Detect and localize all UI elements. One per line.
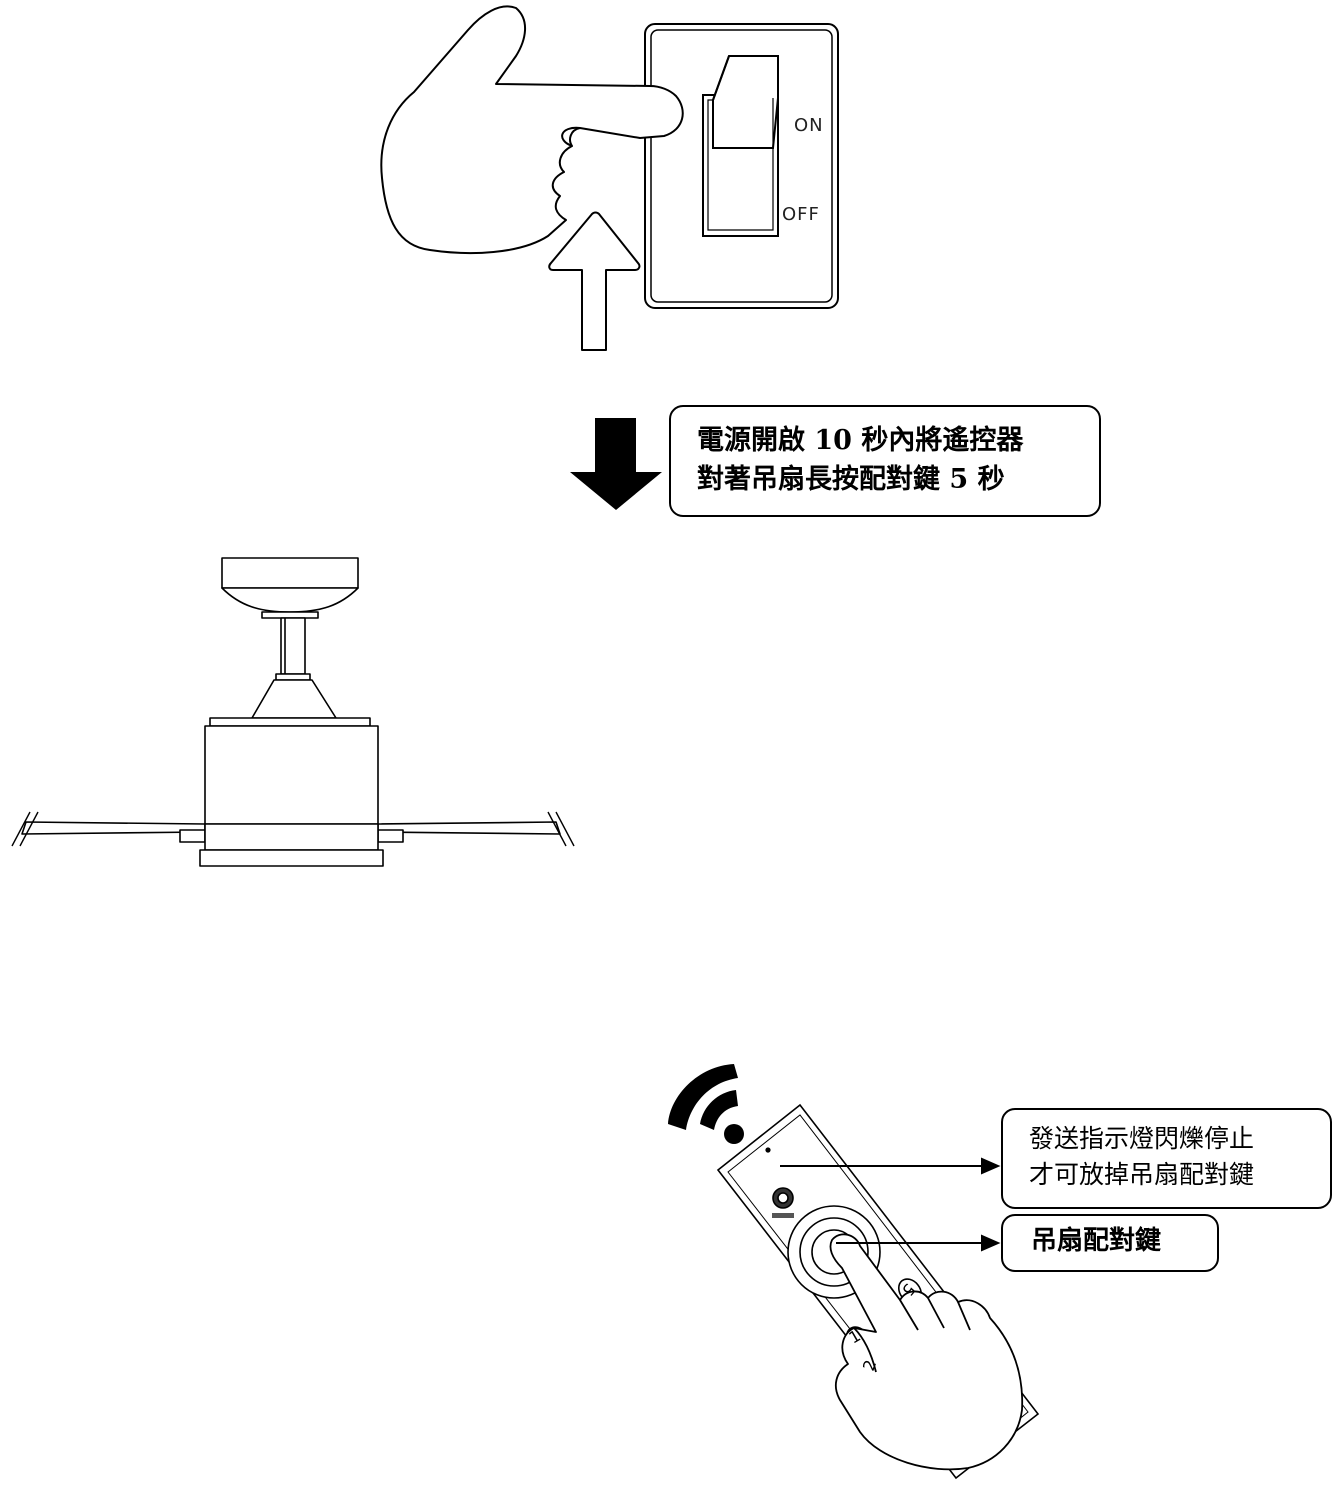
- up-arrow-icon: [548, 211, 641, 351]
- wireless-signal-icon: [668, 1064, 744, 1144]
- indicator-light-line2: 才可放掉吊扇配對鍵: [1029, 1160, 1255, 1190]
- pair-button-callout: 吊扇配對鍵: [1001, 1214, 1219, 1272]
- switch-off-label: OFF: [782, 204, 820, 225]
- switch-on-label: ON: [794, 115, 824, 136]
- power-on-instruction-line2: 對著吊扇長按配對鍵 5 秒: [697, 464, 1005, 496]
- power-on-instruction-callout: 電源開啟 10 秒內將遙控器 對著吊扇長按配對鍵 5 秒: [669, 405, 1101, 517]
- switch-plate: [644, 23, 839, 309]
- pointing-hand-icon: [380, 5, 684, 255]
- pressing-hand-icon: [829, 1233, 1024, 1471]
- indicator-light-line1: 發送指示燈閃爍停止: [1029, 1124, 1255, 1153]
- ceiling-fan-icon: [11, 557, 575, 867]
- pair-button-leader-arrowhead: [981, 1234, 1001, 1252]
- switch-rocker: [702, 55, 779, 237]
- pair-button-label: 吊扇配對鍵: [1031, 1226, 1162, 1256]
- indicator-light-callout: 發送指示燈閃爍停止 才可放掉吊扇配對鍵: [1001, 1108, 1332, 1209]
- indicator-leader-arrowhead: [981, 1157, 1001, 1175]
- power-on-instruction-line1: 電源開啟 10 秒內將遙控器: [697, 425, 1024, 456]
- down-arrow-icon: [570, 418, 662, 510]
- wall-switch-illustration: [380, 5, 839, 351]
